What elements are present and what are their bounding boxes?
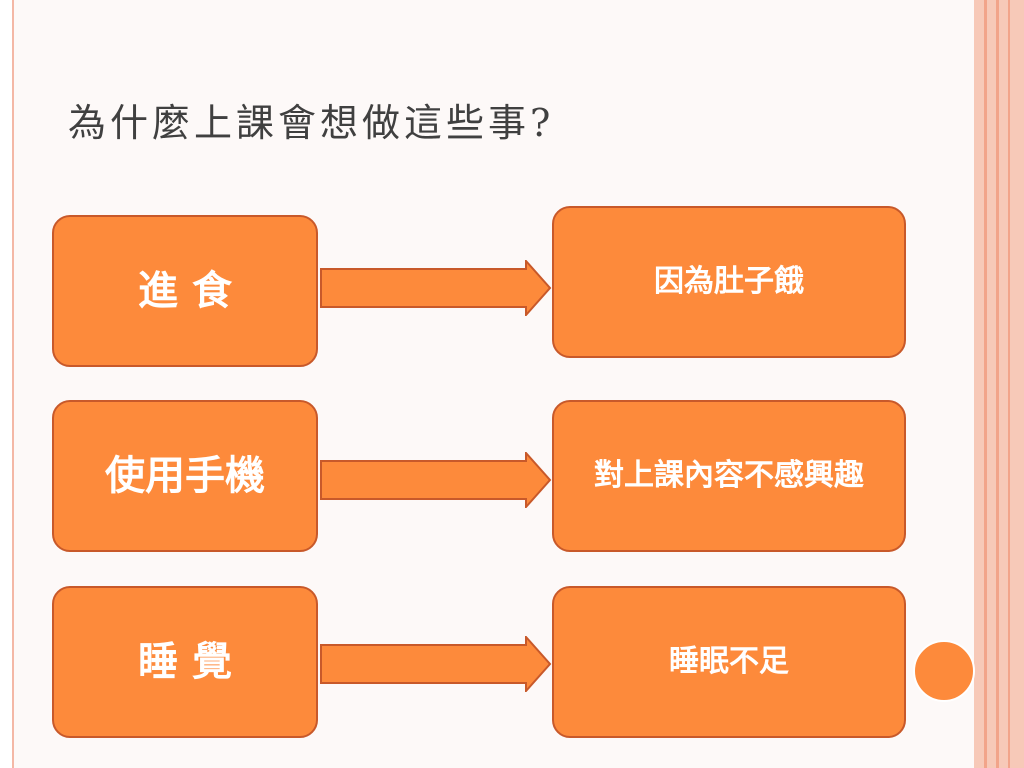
action-box-eating: 進 食	[52, 215, 318, 367]
arrow-right-icon	[320, 260, 552, 316]
action-box-phone: 使用手機	[52, 400, 318, 552]
right-frame-border	[974, 0, 1024, 768]
reason-box-sleep-deprived: 睡眠不足	[552, 586, 906, 738]
arrow-right-icon	[320, 636, 552, 692]
reason-label: 睡眠不足	[669, 644, 789, 680]
reason-box-hungry: 因為肚子餓	[552, 206, 906, 358]
action-box-sleeping: 睡 覺	[52, 586, 318, 738]
right-frame-stripe	[996, 0, 999, 768]
arrow-right-icon	[320, 452, 552, 508]
reason-label: 因為肚子餓	[654, 264, 804, 300]
left-frame-border	[0, 0, 14, 768]
reason-label: 對上課內容不感興趣	[594, 458, 864, 494]
decorative-circle	[913, 640, 975, 702]
right-frame-stripe	[984, 0, 987, 768]
action-label: 使用手機	[105, 452, 265, 499]
action-label: 進 食	[138, 267, 232, 314]
slide-title: 為什麼上課會想做這些事?	[68, 101, 555, 145]
reason-box-uninterested: 對上課內容不感興趣	[552, 400, 906, 552]
right-frame-stripe	[1008, 0, 1010, 768]
action-label: 睡 覺	[138, 638, 232, 685]
